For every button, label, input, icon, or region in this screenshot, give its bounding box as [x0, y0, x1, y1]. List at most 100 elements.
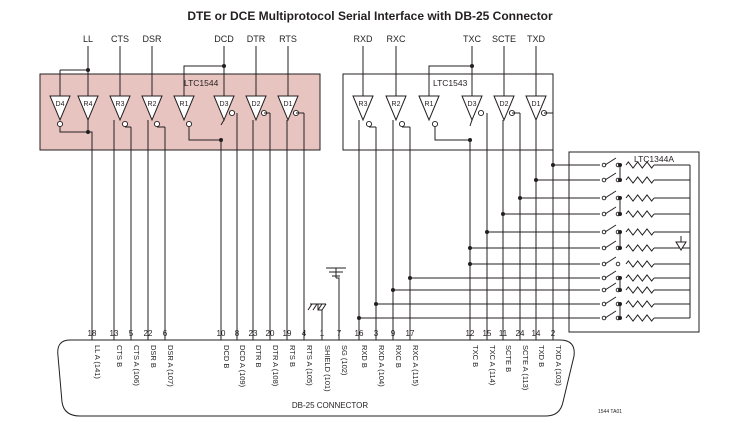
pin-label: DCD B — [222, 345, 231, 368]
pin-number: 12 — [466, 329, 475, 338]
gate-label: R3 — [359, 101, 368, 108]
pin-label: SHIELD (101) — [323, 345, 332, 392]
resistor — [625, 194, 655, 202]
signal-label: CTS — [111, 34, 129, 44]
pin-number: 2 — [551, 329, 556, 338]
gate-label: R1 — [425, 101, 434, 108]
ltc1544-gate-d1: D1 — [277, 95, 299, 122]
wire — [59, 127, 93, 340]
gate-triangle — [173, 95, 195, 122]
wire — [428, 46, 473, 96]
gate-label: D1 — [284, 101, 293, 108]
termination-network — [601, 157, 691, 322]
inversion-bubble — [431, 120, 439, 128]
junction-dot — [468, 138, 472, 142]
switch-arm — [604, 172, 617, 181]
pin-label: SCTE A (113) — [521, 345, 530, 391]
resistor — [625, 244, 655, 252]
pin-label: RXD A (104) — [377, 345, 386, 387]
pin-label: DTR B — [254, 345, 263, 368]
wire — [188, 127, 222, 340]
ltc1543-gate-r2: R2 — [385, 95, 407, 122]
inversion-bubble — [477, 109, 485, 117]
pin-number: 5 — [129, 329, 134, 338]
pin-number: 20 — [266, 329, 275, 338]
junction-dot — [618, 230, 622, 234]
pin-number: 23 — [249, 329, 258, 338]
signal-label: TXC — [463, 34, 482, 44]
junction-dot — [618, 196, 622, 200]
junction-dot — [468, 262, 472, 266]
junction-dot — [222, 64, 226, 68]
ltc1543-label: LTC1543 — [433, 78, 468, 88]
gate-label: D2 — [500, 101, 509, 108]
switch-arm — [604, 296, 617, 305]
figure-code: 1544 TA01 — [598, 409, 622, 415]
gate-triangle — [77, 95, 99, 122]
pin-label: RXC B — [394, 345, 403, 368]
junction-dot — [374, 302, 378, 306]
resistor — [625, 314, 655, 322]
pin-label: RXC A (115) — [411, 345, 420, 387]
ltc1544-gate-r3: R3 — [109, 95, 131, 122]
ltc1544-gate-r2: R2 — [141, 95, 163, 122]
resistor — [625, 286, 655, 294]
junction-dot — [86, 130, 90, 134]
junction-dot — [551, 163, 555, 167]
junction-dot — [357, 316, 361, 320]
inversion-bubble — [185, 120, 193, 128]
junction-dot — [485, 230, 489, 234]
analog-switch — [601, 256, 621, 267]
junction-dot — [618, 288, 622, 292]
switch-arm — [604, 206, 617, 215]
junction-dot — [518, 196, 522, 200]
ltc1543-gate-r3: R3 — [352, 95, 374, 122]
inversion-bubble — [121, 120, 129, 128]
ltc1543-gate-d2: D2 — [493, 95, 515, 122]
pin-number: 13 — [110, 329, 119, 338]
switch-contact — [615, 261, 621, 267]
junction-dot — [219, 138, 223, 142]
gate-label: D3 — [468, 101, 477, 108]
resistor — [625, 274, 655, 282]
gate-triangle — [352, 95, 374, 122]
switch-arm — [604, 282, 617, 291]
signal-ground-symbol — [326, 267, 346, 278]
pin-label: TXD B — [537, 345, 546, 367]
gate-triangle — [385, 95, 407, 122]
pin-label: DSR A (107) — [166, 345, 175, 387]
ltc1544-gate-d2: D2 — [245, 95, 267, 122]
wire — [183, 46, 225, 96]
switch-arm — [604, 190, 617, 199]
ltc1544-gate-d4: D4 — [49, 95, 71, 122]
switch-arm — [604, 256, 617, 265]
pin-number: 15 — [483, 329, 492, 338]
signal-label: DSR — [142, 34, 162, 44]
pin-label: RXD B — [360, 345, 369, 368]
ltc1344a-label: LTC1344A — [634, 154, 674, 164]
ltc1543-gate-r1: R1 — [418, 95, 440, 122]
pin-number: 17 — [406, 329, 415, 338]
resistor — [625, 176, 655, 184]
pin-number: 19 — [283, 329, 292, 338]
junction-dot — [618, 276, 622, 280]
gate-label: R2 — [392, 101, 401, 108]
switch-arm — [604, 240, 617, 249]
switch-arm — [604, 224, 617, 233]
signal-label: LL — [83, 34, 93, 44]
pin-label: DCD A (109) — [238, 345, 247, 388]
junction-dot — [618, 212, 622, 216]
pin-number: 24 — [516, 329, 525, 338]
wire — [434, 127, 471, 340]
pin-number: 9 — [391, 329, 396, 338]
gate-triangle — [525, 95, 547, 122]
pin-label: TXC B — [471, 345, 480, 367]
inversion-bubble — [56, 120, 64, 128]
junction-dot — [618, 163, 622, 167]
pin-label: RTS A (105) — [305, 345, 314, 386]
junction-dot — [534, 178, 538, 182]
junction-dot — [618, 302, 622, 306]
signal-label: DTR — [247, 34, 266, 44]
